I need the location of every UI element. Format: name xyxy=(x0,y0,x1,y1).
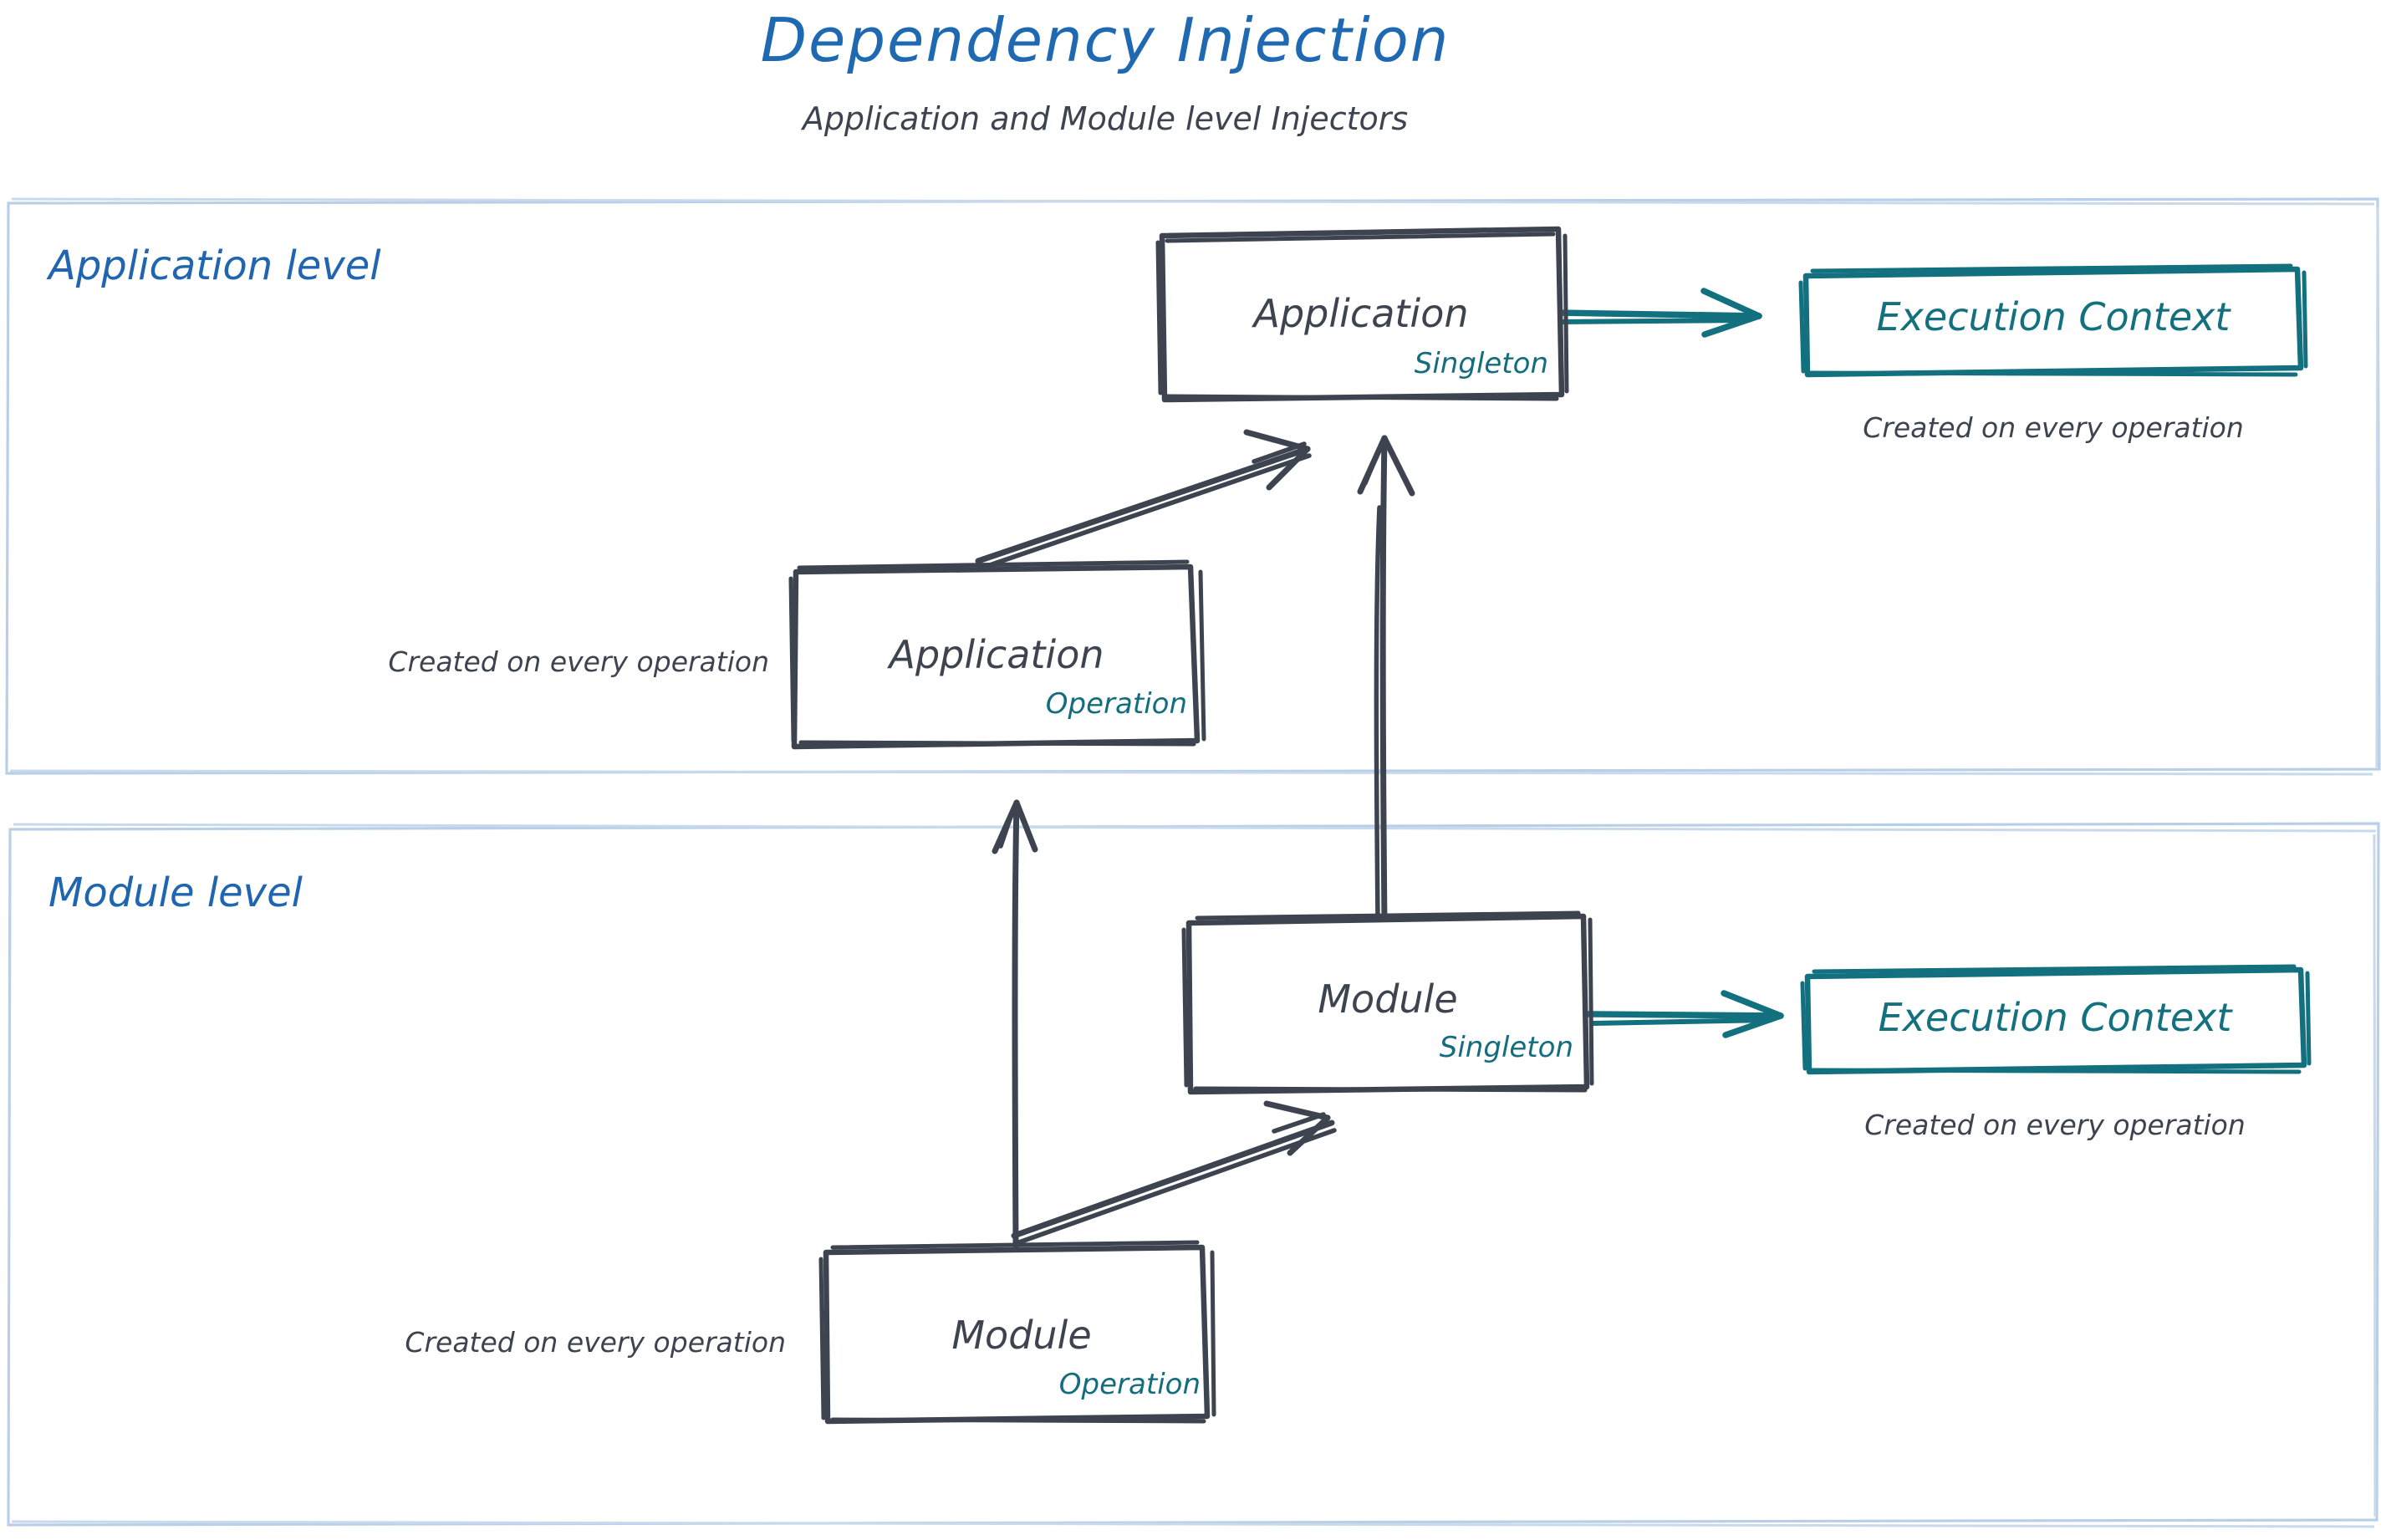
node-application-execution-context-label: Execution Context xyxy=(1876,294,2231,339)
edge-application-singleton-to-execution-context xyxy=(1553,288,1762,338)
node-module-execution-context-label: Execution Context xyxy=(1878,995,2232,1040)
node-application-singleton-title: Application xyxy=(1253,291,1469,336)
lane-application-level-border xyxy=(5,197,2381,776)
node-module-operation-title: Module xyxy=(951,1313,1092,1358)
caption-module-execution-context: Created on every operation xyxy=(1864,1109,2246,1141)
edge-module-singleton-to-execution-context xyxy=(1585,990,1784,1038)
node-application-operation-title: Application xyxy=(889,632,1104,677)
node-application-singleton-scope: Singleton xyxy=(1414,347,1548,380)
edge-application-operation-to-application-singleton xyxy=(975,429,1312,571)
caption-application-operation: Created on every operation xyxy=(388,645,769,678)
lane-label-module-level: Module level xyxy=(48,869,303,916)
node-module-operation-box[interactable] xyxy=(818,1240,1216,1425)
node-application-operation-scope: Operation xyxy=(1045,687,1187,721)
caption-module-operation: Created on every operation xyxy=(405,1326,786,1359)
edge-module-operation-to-module-singleton xyxy=(1011,1100,1337,1246)
node-module-singleton-box[interactable] xyxy=(1181,910,1594,1095)
caption-application-execution-context: Created on every operation xyxy=(1863,411,2244,444)
lane-label-application-level: Application level xyxy=(48,242,381,289)
edge-module-singleton-to-application-singleton xyxy=(1357,435,1415,926)
node-module-singleton-title: Module xyxy=(1318,977,1458,1022)
node-module-operation-scope: Operation xyxy=(1058,1368,1201,1401)
page-subtitle: Application and Module level Injectors xyxy=(802,100,1409,137)
node-module-execution-context-box[interactable] xyxy=(1800,964,2312,1075)
node-application-execution-context-box[interactable] xyxy=(1798,263,2308,378)
lane-module-level-border xyxy=(7,822,2380,1528)
edge-module-operation-to-application-operation xyxy=(992,799,1038,1249)
node-module-singleton-scope: Singleton xyxy=(1439,1031,1573,1064)
node-application-singleton-box[interactable] xyxy=(1155,226,1569,403)
node-application-operation-box[interactable] xyxy=(788,559,1206,750)
page-title: Dependency Injection xyxy=(760,5,1450,75)
